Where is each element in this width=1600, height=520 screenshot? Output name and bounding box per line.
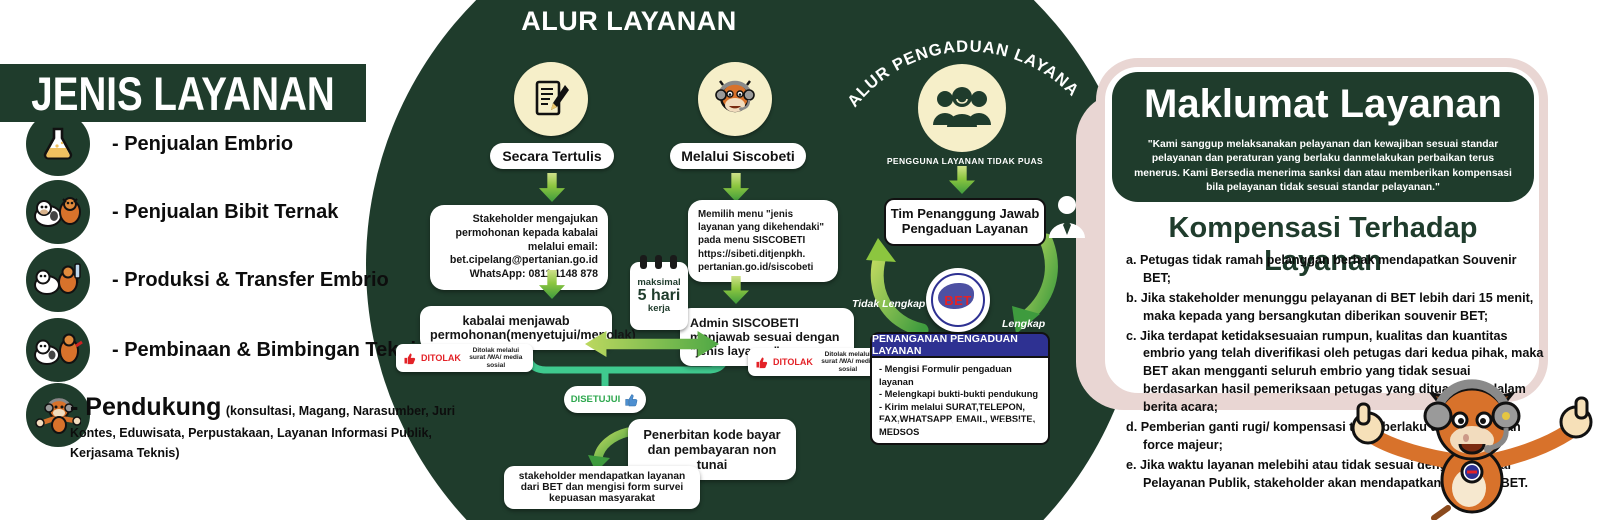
service-item-label: - Penjualan Bibit Ternak (112, 201, 339, 223)
service-item-icon-circle (26, 318, 90, 382)
service-item-label: - Pembinaan & Bimbingan Teknis (112, 339, 428, 361)
kompensasi-item: d. Pemberian ganti rugi/ kompensasi tida… (1126, 419, 1521, 452)
tidak-lengkap-label: Tidak Lengkap (852, 298, 926, 310)
alur-layanan-title: ALUR LAYANAN (521, 6, 737, 36)
kompensasi-item: a. Petugas tidak ramah pelanggan berhak … (1126, 253, 1517, 285)
thumbs-up-icon (625, 393, 638, 406)
kompensasi-item: c. Jika terdapat ketidaksesuaian rumpun,… (1126, 328, 1544, 415)
bet-logo-text: BET (944, 292, 972, 308)
disetujui-pill: DISETUJUI (564, 386, 646, 413)
users-icon (933, 87, 991, 127)
service-item-icon-circle (26, 112, 90, 176)
cow-mentor-icon (34, 333, 83, 365)
written-channel-label: Secara Tertulis (490, 143, 614, 169)
flask-icon (43, 127, 73, 160)
siscobeti-channel-circle (698, 62, 772, 136)
maklumat-green-box (1112, 72, 1534, 202)
penanganan-item: - Melengkapi bukti-bukti pendukung (879, 389, 1039, 400)
ditolak-label: DITOLAK (421, 353, 461, 363)
siscobeti-channel-label: Melalui Siscobeti (670, 143, 806, 169)
penanganan-header: PENANGANAN PENGADUAN LAYANAN (870, 332, 1050, 357)
service-item-label: - Produksi & Transfer Embrio (112, 269, 389, 291)
thumbs-down-icon (756, 357, 768, 368)
ditolak-tag: DITOLAK Ditolak melalui surat /WA/ media… (748, 348, 885, 376)
ditolak-tag: DITOLAK Ditolak melalui surat /WA/ media… (396, 344, 533, 372)
jenis-layanan-title: JENIS LAYANAN (31, 66, 335, 120)
service-item-label-sub: (konsultasi, Magang, Narasumber, Juri Ko… (70, 404, 456, 461)
kompensasi-title: Kompensasi Terhadap Layanan (1168, 212, 1478, 277)
cow-syringe-icon (34, 263, 81, 295)
jenis-layanan-banner: JENIS LAYANAN (0, 64, 366, 122)
written-step1-box: Stakeholder mengajukan permohonan kepada… (430, 205, 608, 290)
unsatisfied-users-caption: PENGGUNA LAYANAN TIDAK PUAS (886, 156, 1044, 166)
final-step-box: stakeholder mendapatkan layanan dari BET… (504, 466, 700, 509)
person-suit-icon (1049, 196, 1085, 238)
note-pencil-icon (535, 80, 569, 116)
ditolak-note: Ditolak melalui surat /WA/ media sosial (821, 350, 875, 373)
lengkap-label: Lengkap (1002, 318, 1046, 330)
cow-calf-icon (34, 197, 81, 227)
service-item-label-main: - Pendukung (70, 393, 222, 421)
kompensasi-item: b. Jika stakeholder menunggu pelayanan d… (1126, 290, 1534, 323)
mascot-headset-icon (715, 80, 755, 113)
kompensasi-list: a. Petugas tidak ramah pelanggan berhak … (1126, 252, 1546, 494)
service-item-icon-circle (26, 383, 90, 447)
maklumat-title: Maklumat Layanan (1144, 82, 1502, 126)
ditolak-note: Ditolak melalui surat /WA/ media sosial (469, 346, 523, 369)
sla-line3: kerja (647, 303, 671, 315)
bet-logo-cow-shape (938, 283, 974, 309)
calendar-ring (655, 255, 662, 269)
service-item-label: - Pendukung (konsultasi, Magang, Narasum… (70, 392, 460, 463)
ditolak-label: DITOLAK (773, 357, 813, 367)
thumbs-down-icon (404, 353, 416, 364)
service-item-icon-circle (26, 248, 90, 312)
bet-logo: BET (926, 268, 990, 332)
service-item-icon-circle (26, 180, 90, 244)
mascot-icon (35, 398, 81, 434)
bet-logo-ring: BET (931, 273, 985, 327)
calendar-ring (670, 255, 677, 269)
tim-penanggung-jawab-box: Tim Penanggung Jawab Pengaduan Layanan (884, 198, 1046, 246)
service-item-label: - Penjualan Embrio (112, 133, 294, 155)
maklumat-quote: "Kami sanggup melaksanakan pelayanan dan… (1134, 139, 1512, 194)
unsatisfied-users-circle (918, 64, 1006, 152)
pengaduan-footnote: *Tanggapan maksimal 14 hari kerja (872, 418, 1048, 430)
sla-line2: 5 hari (637, 286, 681, 304)
kompensasi-item: e. Jika waktu layanan melebihi atau tida… (1126, 457, 1528, 490)
penanganan-body: - Mengisi Formulir pengaduan layanan - M… (870, 356, 1050, 446)
siscobeti-step1-box: Memilih menu "jenis layanan yang dikehen… (688, 200, 838, 283)
bet-mascot-icon (1351, 379, 1593, 520)
calendar-ring (640, 255, 647, 269)
calendar-icon: maksimal 5 hari kerja (630, 255, 688, 330)
penanganan-item: - Kirim melalui SURAT,TELEPON, FAX,WHATS… (879, 401, 1036, 437)
disetujui-label: DISETUJUI (570, 394, 621, 405)
written-channel-circle (514, 62, 588, 136)
sla-line1: maksimal (637, 276, 681, 288)
penanganan-item: - Mengisi Formulir pengaduan layanan (879, 364, 1012, 387)
